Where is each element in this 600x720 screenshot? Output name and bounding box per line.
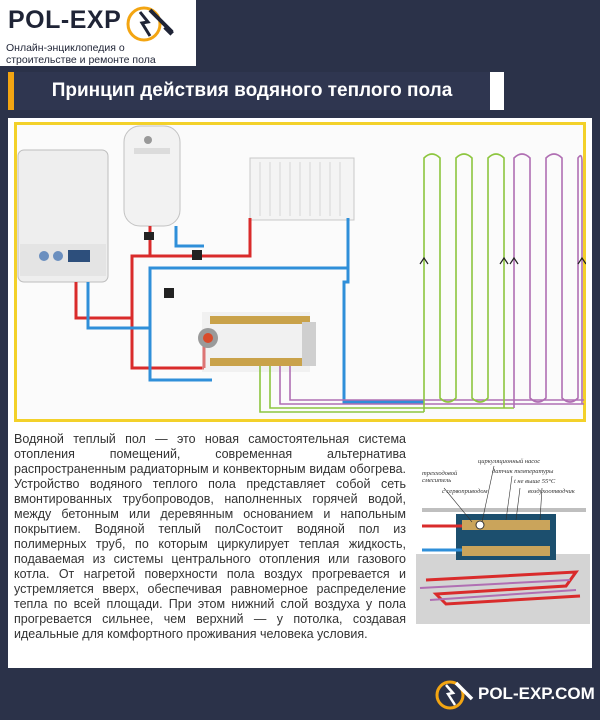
purple-loop <box>513 153 583 408</box>
label-sensor: датчик температуры <box>492 468 554 475</box>
radiator <box>249 157 355 221</box>
hot-pipes <box>74 218 252 370</box>
green-loop <box>423 153 505 412</box>
label-servo: с сервоприводом <box>442 488 488 495</box>
underfloor-scheme-drawing <box>416 454 590 624</box>
gas-boiler <box>17 149 109 283</box>
water-heater <box>123 125 181 227</box>
header-banner: Принцип действия водяного теплого пола <box>14 72 490 110</box>
page-title: Принцип действия водяного теплого пола <box>51 80 453 101</box>
underfloor-scheme: трехходовой смеситель с сервоприводом ци… <box>416 454 590 624</box>
logo-tagline: Онлайн-энциклопедия о строительстве и ре… <box>6 42 156 66</box>
label-mixer: трехходовой смеситель <box>422 470 458 484</box>
manifold <box>198 312 316 372</box>
heating-diagram <box>17 125 586 413</box>
pipe-valves <box>144 232 202 298</box>
cold-pipes <box>86 218 424 404</box>
logo-icon <box>126 6 174 42</box>
logo-block[interactable]: POL-EXP Онлайн-энциклопедия о строительс… <box>0 0 196 66</box>
footer-site[interactable]: POL-EXP.COM <box>478 684 595 703</box>
article-text: Водяной теплый пол — это новая самостоят… <box>14 432 406 641</box>
label-vent: воздухоотводчик <box>528 488 575 495</box>
flow-arrows <box>419 256 586 265</box>
logo-title: POL-EXP <box>8 6 122 34</box>
label-pump: циркуляционный насос <box>478 458 541 465</box>
feeder-lines <box>259 366 584 413</box>
footer-logo-icon <box>435 680 474 710</box>
label-temp: t не выше 55°С <box>514 478 556 485</box>
